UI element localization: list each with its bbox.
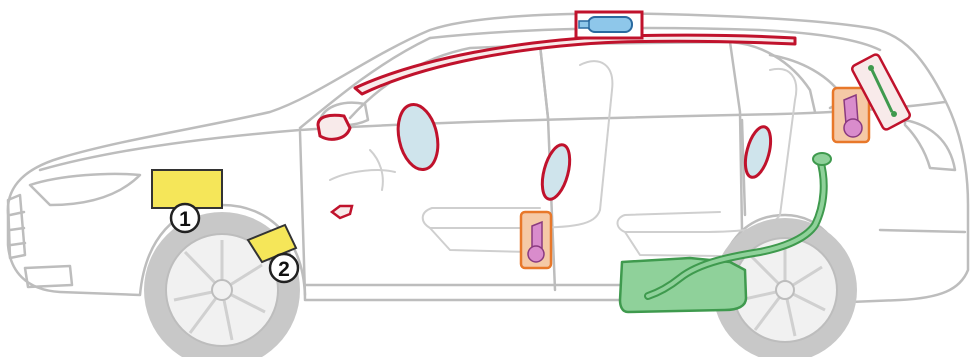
module-1 xyxy=(152,170,222,208)
callout-2: 2 xyxy=(270,254,298,282)
inflator-body xyxy=(588,17,632,32)
fuel-tank xyxy=(620,258,746,312)
rear-belt-tensioner xyxy=(833,88,869,142)
front-hub xyxy=(212,280,232,300)
rear-hub xyxy=(776,281,794,299)
callout-1-number: 1 xyxy=(179,208,191,231)
callout-2-number: 2 xyxy=(278,258,290,281)
inflator-cap xyxy=(579,21,589,28)
dash-airbag xyxy=(318,115,350,139)
callout-1: 1 xyxy=(171,204,199,232)
front-belt-tensioner xyxy=(521,212,551,268)
fuel-filler-cap xyxy=(813,153,831,165)
